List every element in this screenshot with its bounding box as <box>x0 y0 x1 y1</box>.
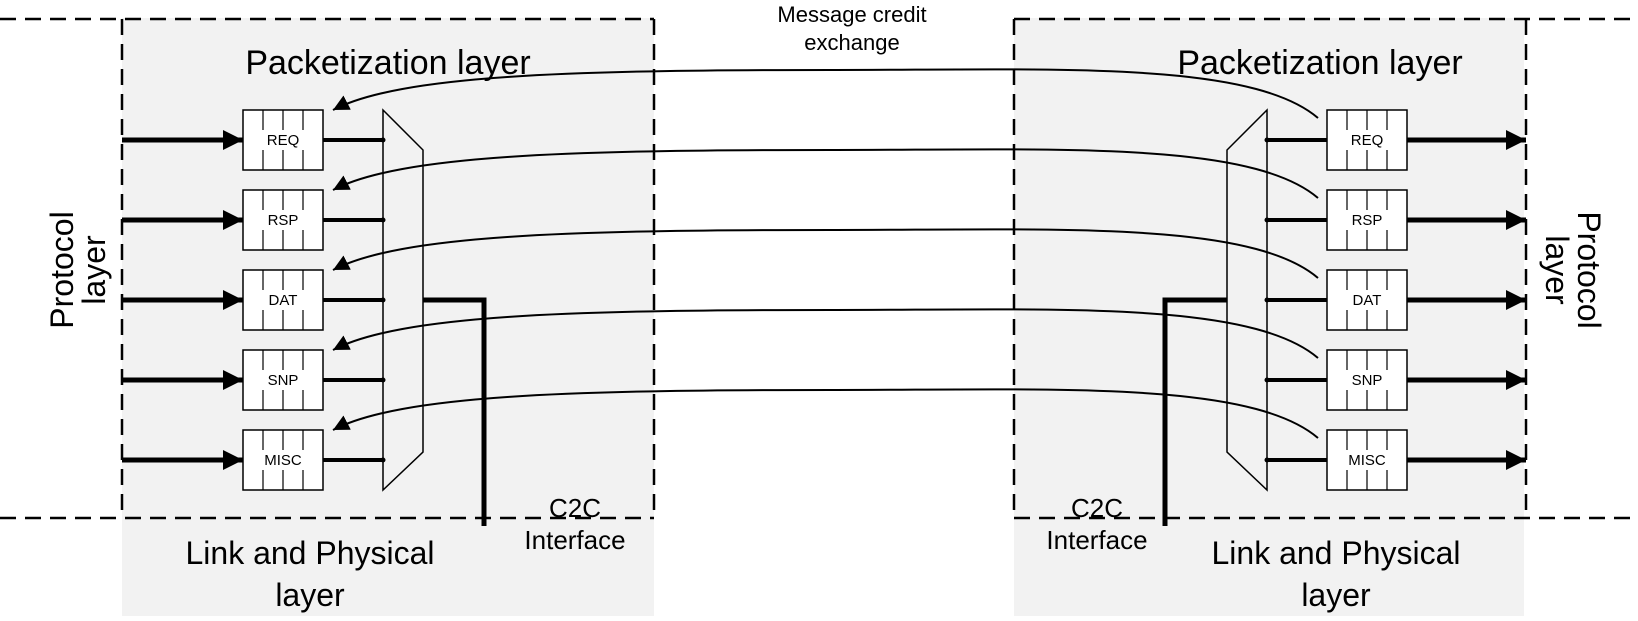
left-mux-port-req <box>380 137 386 143</box>
right-queue-stack: REQ RSP DAT SNP MISC <box>1264 109 1526 491</box>
right-mux-port-dat <box>1264 297 1270 303</box>
title-line-2: exchange <box>804 30 899 55</box>
left-protocol-line-2: layer <box>76 235 112 305</box>
right-protocol-line-1: Protocol <box>1571 211 1607 328</box>
credit-curve-dat <box>332 228 1319 279</box>
left-queue-stack: REQ RSP DAT SNP MISC <box>122 109 386 491</box>
left-queue-label-dat: DAT <box>269 292 298 309</box>
left-queue-label-bg-snp <box>257 370 309 390</box>
left-mux-port-rsp <box>380 217 386 223</box>
right-queue-label-misc: MISC <box>1348 452 1386 469</box>
right-packetization-label: Packetization layer <box>1177 44 1462 82</box>
left-queue-dat: DAT <box>242 269 324 331</box>
left-queue-label-misc: MISC <box>264 452 302 469</box>
left-queue-label-bg-rsp <box>257 210 309 230</box>
left-mux <box>382 108 424 492</box>
right-queue-label-dat: DAT <box>1353 292 1382 309</box>
right-queue-label-bg-misc <box>1337 450 1397 470</box>
left-queue-label-rsp: RSP <box>268 212 299 229</box>
credit-curve-snp <box>332 308 1319 359</box>
right-queue-label-req: REQ <box>1351 132 1384 149</box>
left-protocol-label: Protocol layer <box>44 211 112 328</box>
left-c2c-line-1: C2C <box>549 493 601 523</box>
left-c2c-link <box>423 297 487 526</box>
left-queue-label-bg-req <box>257 130 309 150</box>
right-queue-dat: DAT <box>1326 269 1408 331</box>
right-c2c-line-2: Interface <box>1046 525 1147 555</box>
left-mux-port-snp <box>380 377 386 383</box>
credit-curve-req <box>332 68 1319 119</box>
right-queue-label-bg-rsp <box>1341 210 1393 230</box>
right-protocol-label: Protocol layer <box>1539 211 1607 328</box>
credit-exchange-curves <box>332 68 1319 439</box>
left-packetization-region <box>122 18 654 616</box>
left-link-physical-line-2: layer <box>275 577 345 613</box>
left-queue-label-bg-misc <box>253 450 313 470</box>
title-line-1: Message credit <box>777 2 926 27</box>
left-mux-port-misc <box>380 457 386 463</box>
right-mux <box>1226 108 1268 492</box>
right-queue-snp: SNP <box>1326 349 1408 411</box>
right-c2c-link <box>1162 297 1227 526</box>
left-queue-rsp: RSP <box>242 189 324 251</box>
left-mux-port-dat <box>380 297 386 303</box>
left-packetization-label: Packetization layer <box>245 44 530 82</box>
left-link-physical-line-1: Link and Physical <box>185 535 434 571</box>
left-queue-req: REQ <box>242 109 324 171</box>
right-queue-label-bg-dat <box>1341 290 1393 310</box>
right-mux-port-snp <box>1264 377 1270 383</box>
right-link-physical-line-2: layer <box>1301 577 1371 613</box>
credit-curve-misc <box>332 388 1319 439</box>
left-queue-misc: MISC <box>242 429 324 491</box>
right-c2c-line-1: C2C <box>1071 493 1123 523</box>
right-queue-rsp: RSP <box>1326 189 1408 251</box>
right-link-physical-line-1: Link and Physical <box>1211 535 1460 571</box>
right-protocol-line-2: layer <box>1539 235 1575 305</box>
layer-boundaries <box>0 17 1638 520</box>
right-mux-port-misc <box>1264 457 1270 463</box>
right-queue-label-bg-req <box>1341 130 1393 150</box>
left-queue-label-snp: SNP <box>268 372 299 389</box>
right-queue-misc: MISC <box>1326 429 1408 491</box>
right-queue-label-bg-snp <box>1341 370 1393 390</box>
credit-curve-rsp <box>332 148 1319 199</box>
right-mux-port-req <box>1264 137 1270 143</box>
right-queue-req: REQ <box>1326 109 1408 171</box>
left-queue-label-bg-dat <box>257 290 309 310</box>
left-queue-snp: SNP <box>242 349 324 411</box>
left-protocol-line-1: Protocol <box>44 211 80 328</box>
left-queue-label-req: REQ <box>267 132 300 149</box>
left-c2c-line-2: Interface <box>524 525 625 555</box>
right-queue-label-snp: SNP <box>1352 372 1383 389</box>
right-mux-port-rsp <box>1264 217 1270 223</box>
right-packetization-region <box>1014 18 1524 616</box>
right-queue-label-rsp: RSP <box>1352 212 1383 229</box>
